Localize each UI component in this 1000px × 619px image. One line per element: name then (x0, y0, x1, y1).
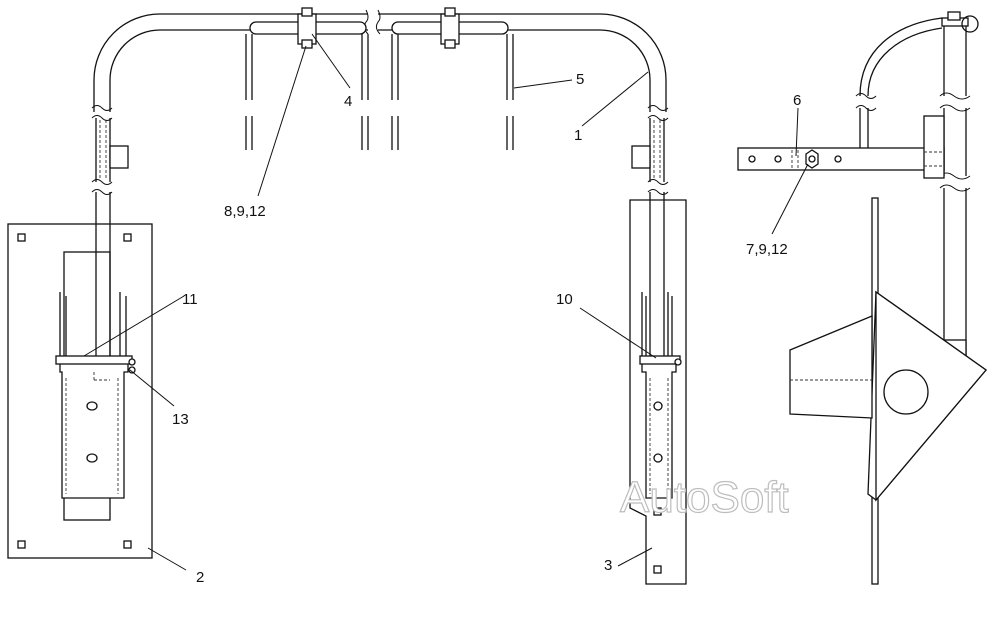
watermark: AutoSoft (620, 473, 789, 522)
side-view (737, 11, 987, 585)
label-10: 10 (556, 291, 573, 308)
label-5: 5 (576, 71, 584, 88)
slotted-bar (249, 7, 509, 49)
label-11: 11 (182, 291, 198, 308)
label-13: 13 (172, 411, 189, 428)
label-6: 6 (793, 92, 801, 109)
label-1: 1 (574, 127, 582, 144)
arch-frame (91, 9, 669, 372)
vertical-rods (245, 34, 514, 150)
label-7-9-12: 7,9,12 (746, 241, 788, 258)
leader-lines (83, 33, 809, 571)
left-mounting-plate (7, 223, 153, 559)
right-mounting-plate (629, 199, 687, 585)
label-2: 2 (196, 569, 204, 586)
callout-labels: 5 1 4 8,9,12 6 7,9,12 11 13 10 2 3 (172, 71, 801, 586)
label-8-9-12: 8,9,12 (224, 203, 266, 220)
label-4: 4 (344, 93, 352, 110)
label-3: 3 (604, 557, 612, 574)
